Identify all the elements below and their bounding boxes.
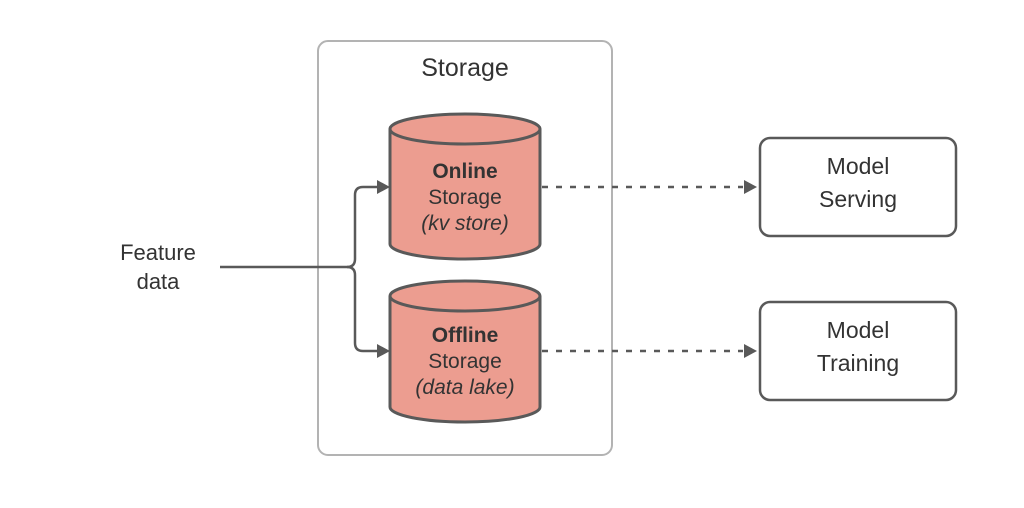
- arrowhead-icon: [744, 344, 757, 358]
- online-storage-note: (kv store): [421, 212, 509, 235]
- online-storage-kind: Storage: [428, 186, 502, 209]
- model-serving-label: Model Serving: [760, 150, 956, 216]
- feature-data-line2: data: [136, 269, 180, 294]
- cylinder-top-rim: [388, 128, 542, 146]
- cylinder-top-rim: [388, 295, 542, 313]
- online-storage-name: Online: [432, 160, 498, 183]
- storage-group-title-text: Storage: [421, 54, 509, 82]
- online-storage-cylinder: [388, 112, 542, 261]
- model-training-line2: Training: [816, 350, 900, 376]
- connector-feature-to-online: [346, 185, 377, 269]
- arrowhead-icon: [377, 344, 390, 358]
- arrowhead-icon: [377, 180, 390, 194]
- model-serving-line2: Serving: [819, 186, 897, 212]
- model-training-label: Model Training: [760, 314, 956, 380]
- model-serving-line1: Model: [826, 153, 890, 179]
- online-storage-label: Online Storage (kv store): [390, 159, 540, 237]
- offline-storage-kind: Storage: [428, 350, 502, 373]
- model-training-box: [758, 300, 958, 402]
- cylinder-body: [388, 279, 542, 424]
- offline-storage-cylinder: [388, 279, 542, 424]
- offline-storage-note: (data lake): [415, 376, 515, 399]
- storage-group-title: Storage: [318, 54, 612, 82]
- cylinder-body: [388, 112, 542, 261]
- model-training-line1: Model: [826, 317, 890, 343]
- offline-storage-label: Offline Storage (data lake): [390, 323, 540, 401]
- feature-data-label: Feature data: [88, 238, 228, 296]
- offline-storage-name: Offline: [431, 324, 499, 347]
- connector-feature-to-offline: [346, 265, 377, 353]
- arrowhead-icon: [744, 180, 757, 194]
- feature-data-line1: Feature: [120, 240, 196, 265]
- model-serving-box: [758, 136, 958, 238]
